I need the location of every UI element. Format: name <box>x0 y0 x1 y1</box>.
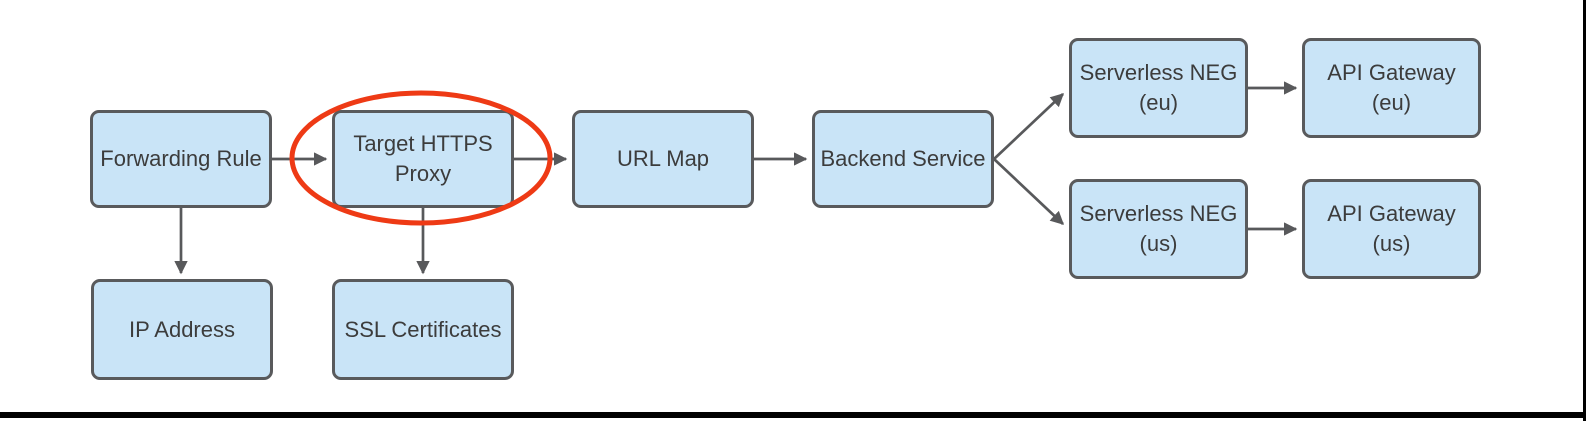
node-serverless-neg-us: Serverless NEG (us) <box>1069 179 1248 279</box>
node-label: IP Address <box>129 316 235 342</box>
frame-bottom-border <box>0 412 1586 418</box>
node-api-gateway-us: API Gateway (us) <box>1302 179 1481 279</box>
node-label: URL Map <box>616 146 710 171</box>
node-url-map: URL Map <box>572 110 754 208</box>
node-label: Serverless NEG (us) <box>1079 201 1238 256</box>
edge-backend-service-to-serverless-neg-eu <box>993 93 1064 160</box>
node-label: Forwarding Rule <box>100 146 262 171</box>
node-forwarding-rule: Forwarding Rule <box>90 110 272 208</box>
node-label: SSL Certificates <box>344 316 502 342</box>
node-backend-service: Backend Service <box>812 110 994 208</box>
edge-backend-service-to-serverless-neg-us <box>993 158 1064 225</box>
node-serverless-neg-eu: Serverless NEG (eu) <box>1069 38 1248 138</box>
node-label: API Gateway (us) <box>1327 201 1456 256</box>
node-ip-address: IP Address <box>91 279 273 380</box>
node-ssl-certificates: SSL Certificates <box>332 279 514 380</box>
node-label: Serverless NEG (eu) <box>1079 60 1238 115</box>
node-target-https-proxy: Target HTTPS Proxy <box>332 110 514 208</box>
node-label: Backend Service <box>820 146 986 171</box>
node-label: API Gateway (eu) <box>1327 60 1456 115</box>
node-api-gateway-eu: API Gateway (eu) <box>1302 38 1481 138</box>
node-label: Target HTTPS Proxy <box>353 131 493 186</box>
frame-right-border <box>1583 0 1586 421</box>
